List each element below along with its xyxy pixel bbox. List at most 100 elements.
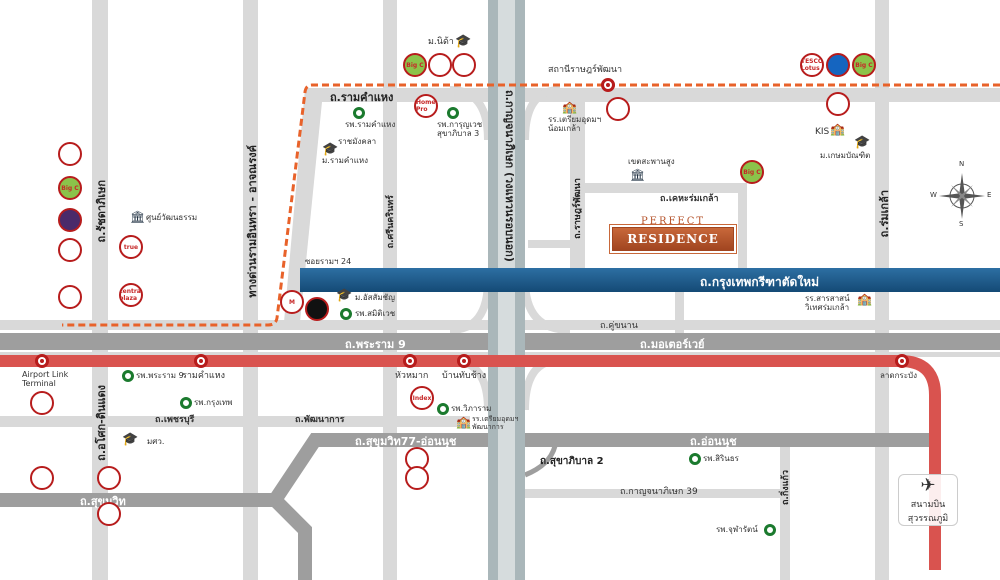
graduation-cap-icon: 🎓 — [455, 34, 472, 49]
place-assumption: ม.อัสสัมชัญ — [355, 293, 395, 302]
road-krungthep-kreetha — [300, 268, 1000, 292]
mall-pin[interactable] — [58, 285, 82, 309]
graduation-cap-icon: 🎓 — [854, 135, 871, 150]
perfect-residence-logo[interactable]: PERFECT RESIDENCE — [609, 216, 737, 266]
road-kingkaeo — [780, 446, 790, 580]
road-interchange — [449, 86, 571, 411]
place-sarasas: รร.สารสาสน์ วิเทศร่มเกล้า — [805, 294, 850, 312]
road-label-kingkaeo: ถ.กิ่งแก้ว — [781, 470, 791, 506]
school-icon: 🏫 — [830, 122, 845, 136]
compass-icon — [939, 173, 985, 219]
road-expressway — [243, 0, 258, 580]
home-pro-pin[interactable]: Home Pro — [414, 94, 438, 118]
school-icon: 🏫 — [562, 100, 577, 114]
road-label-soi-ram24: ซอยรามฯ 24 — [305, 257, 352, 266]
station-label-ratphatthana: สถานีราษฎร์พัฒนา — [548, 65, 623, 75]
government-building-icon: 🏛 — [630, 168, 646, 182]
place-karunvej: รพ.การุญเวช สุขาภิบาล 3 — [437, 120, 483, 138]
place-samitivej: รพ.สมิติเวช — [355, 309, 396, 318]
road-label-sukhaphiban2: ถ.สุขาภิบาล 2 — [540, 456, 604, 467]
graduation-cap-icon: 🎓 — [336, 288, 353, 303]
big-c-pin[interactable]: Big C — [852, 53, 876, 77]
station-lat-krabang[interactable] — [895, 354, 909, 368]
index-living-pin[interactable]: Index — [410, 386, 434, 410]
airport-marker[interactable]: ✈ สนามบินสุวรรณภูมิ — [898, 474, 958, 526]
mall-pin[interactable] — [30, 466, 54, 490]
road-label-ramkhamhaeng: ถ.รามคำแหง — [330, 91, 394, 104]
mall-pin[interactable] — [428, 53, 452, 77]
station-label-lat-krabang: ลาดกระบัง — [880, 371, 918, 380]
station-ratphatthana[interactable] — [601, 78, 615, 92]
place-rama9-hosp: รพ.พระราม 9 — [136, 371, 184, 380]
compass-e: E — [987, 191, 992, 199]
mall-pin[interactable] — [58, 208, 82, 232]
hospital-icon — [764, 524, 776, 536]
place-sirindhorn: รพ.สิรินธร — [703, 454, 739, 463]
mall-pin[interactable] — [58, 238, 82, 262]
airport-link-line — [0, 355, 941, 570]
road-label-krungthep-kreetha: ถ.กรุงเทพกรีฑาตัดใหม่ — [700, 275, 819, 289]
central-plaza-pin[interactable]: central plaza — [119, 283, 143, 307]
mall-pin[interactable] — [826, 92, 850, 116]
mall-pin[interactable] — [452, 53, 476, 77]
mall-pin[interactable] — [97, 502, 121, 526]
place-triam-nomklao: รร.เตรียมอุดมฯ น้อมเกล้า — [548, 115, 602, 133]
compass-rose: N S E W — [930, 160, 992, 229]
hospital-icon — [122, 370, 134, 382]
place-kis: KIS — [815, 127, 830, 137]
the-mall-pin[interactable]: M — [280, 290, 304, 314]
station-ramkhamhaeng[interactable] — [194, 354, 208, 368]
museum-icon: 🏛 — [130, 210, 146, 224]
place-triam-phatthanakan: รร.เตรียมอุดมฯ พัฒนาการ — [472, 415, 519, 431]
place-chularat: รพ.จุฬารัตน์ — [716, 525, 758, 534]
station-label-airport-link: Airport Link Terminal — [22, 370, 69, 388]
hospital-icon — [353, 107, 365, 119]
airport-label: สนามบินสุวรรณภูมิ — [907, 500, 949, 524]
hospital-icon — [447, 107, 459, 119]
road-label-rama9: ถ.พระราม 9 — [345, 338, 406, 351]
road-onnut-sukhumvit — [0, 433, 930, 580]
mall-pin[interactable] — [305, 297, 329, 321]
hospital-icon — [689, 453, 701, 465]
place-ram-hospital: รพ.รามคำแหง — [345, 120, 396, 129]
mall-pin[interactable] — [606, 97, 630, 121]
place-ram-univ: ม.รามคำแหง — [322, 156, 369, 165]
tesco-lotus-pin[interactable]: TESCO Lotus — [800, 53, 824, 77]
road-label-ratphatthana: ถ.ราษฎร์พัฒนา — [573, 178, 583, 239]
compass-s: S — [959, 220, 964, 228]
station-airport-link[interactable] — [35, 354, 49, 368]
mall-pin[interactable] — [826, 53, 850, 77]
road-local — [675, 292, 684, 334]
big-c-pin[interactable]: Big C — [403, 53, 427, 77]
hospital-icon — [437, 403, 449, 415]
big-c-pin[interactable]: Big C — [58, 176, 82, 200]
place-district: เขตสะพานสูง — [628, 157, 675, 166]
road-label-ratchadaphisek: ถ.รัชดาภิเษก — [95, 180, 108, 243]
road-label-sukhumvit77: ถ.สุขุมวิท77-อ่อนนุช — [355, 435, 457, 448]
logo-name-text: RESIDENCE — [609, 224, 737, 254]
true-shop-pin[interactable]: true — [119, 235, 143, 259]
station-ban-thap-chang[interactable] — [457, 354, 471, 368]
place-culture: ศูนย์วัฒนธรรม — [146, 213, 198, 222]
graduation-cap-icon: 🎓 — [322, 142, 339, 157]
mall-pin[interactable] — [58, 142, 82, 166]
road-label-motorway: ถ.มอเตอร์เวย์ — [640, 338, 705, 351]
compass-n: N — [959, 160, 965, 168]
big-c-pin[interactable]: Big C — [740, 160, 764, 184]
road-label-phatthanakan: ถ.พัฒนาการ — [295, 415, 345, 425]
road-sukhaphiban2 — [524, 445, 558, 478]
place-swu: มศว. — [147, 437, 165, 446]
station-label-hua-mak: หัวหมาก — [395, 371, 429, 381]
place-rajamangala: ราชมังคลา — [338, 137, 377, 146]
airplane-icon: ✈ — [920, 475, 936, 496]
road-label-phetchaburi: ถ.เพชรบุรี — [155, 415, 195, 425]
mall-pin[interactable] — [405, 466, 429, 490]
station-hua-mak[interactable] — [403, 354, 417, 368]
place-nida: ม.นิด้า — [428, 37, 454, 47]
place-kasem: ม.เกษมบัณฑิต — [820, 151, 871, 160]
mall-pin[interactable] — [97, 466, 121, 490]
graduation-cap-icon: 🎓 — [122, 432, 139, 447]
mall-pin[interactable] — [30, 391, 54, 415]
